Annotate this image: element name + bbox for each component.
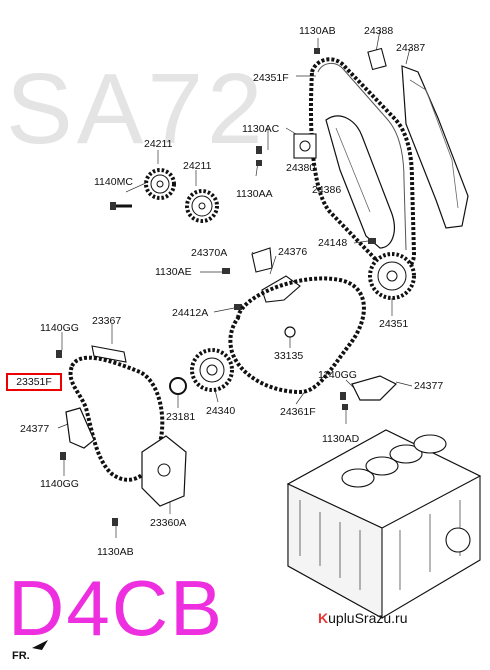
label-1140gg: 1140GG (40, 478, 79, 490)
label-23360a: 23360A (150, 517, 187, 529)
site-brand-letter: K (318, 610, 329, 626)
label-24377: 24377 (414, 380, 444, 392)
middle-timing-chain-24361f (228, 276, 366, 395)
tensioner-24377-right (351, 375, 398, 401)
label-24412a: 24412A (172, 307, 209, 319)
gear-24211-a (144, 168, 176, 200)
watermark: SA72 (6, 53, 267, 165)
label-24376: 24376 (278, 246, 308, 258)
label-33135: 33135 (274, 350, 304, 362)
tensioner-24380 (293, 133, 317, 159)
engine-code: D4CB (8, 564, 225, 652)
sprocket-24340 (190, 348, 234, 392)
direction-label: FR. (12, 650, 30, 662)
tensioner-arm-24386 (325, 115, 395, 249)
bracket-24370a (251, 247, 273, 273)
label-24148: 24148 (318, 237, 348, 249)
site-watermark: KupluSrazu.ru (318, 610, 408, 626)
label-23181: 23181 (166, 411, 196, 423)
label-24211: 24211 (144, 138, 173, 150)
part-33135 (284, 326, 296, 338)
sprocket-24351 (368, 252, 416, 300)
site-name: upluSrazu.ru (328, 610, 408, 626)
label-1130ac: 1130AC (242, 123, 280, 135)
label-1140gg: 1140GG (318, 369, 357, 381)
label-23367: 23367 (92, 315, 122, 327)
label-1130ab: 1130AB (299, 25, 336, 37)
gear-24211-b (185, 189, 219, 223)
label-24377: 24377 (20, 423, 50, 435)
label-24211: 24211 (183, 160, 212, 172)
bracket-23360a (141, 435, 187, 507)
label-23351f-highlighted: 23351F (6, 373, 62, 391)
label-1130ad: 1130AD (322, 433, 360, 445)
label-1130ae: 1130AE (155, 266, 192, 278)
fr-arrow (32, 640, 48, 650)
label-24340: 24340 (206, 405, 236, 417)
label-24380: 24380 (286, 162, 316, 174)
label-24388: 24388 (364, 25, 394, 37)
upper-timing-chain (308, 57, 417, 274)
label-1140gg: 1140GG (40, 322, 79, 334)
label-1130aa: 1130AA (236, 188, 273, 200)
label-24386: 24386 (312, 184, 342, 196)
label-24387: 24387 (396, 42, 426, 54)
lower-timing-chain-23351f (68, 355, 165, 482)
label-24361f: 24361F (280, 406, 316, 418)
tensioner-24377-left (65, 407, 95, 449)
label-1140mc: 1140MC (94, 176, 133, 188)
bolt-1130ab-top (314, 48, 320, 54)
ring-23181 (169, 377, 187, 395)
engine-block (286, 429, 482, 619)
label-1130ab: 1130AB (97, 546, 134, 558)
label-24351f: 24351F (253, 72, 289, 84)
label-24370a: 24370A (191, 247, 228, 259)
chain-guide-24387 (401, 65, 469, 229)
label-24351: 24351 (379, 318, 409, 330)
guide-23367 (91, 345, 127, 363)
